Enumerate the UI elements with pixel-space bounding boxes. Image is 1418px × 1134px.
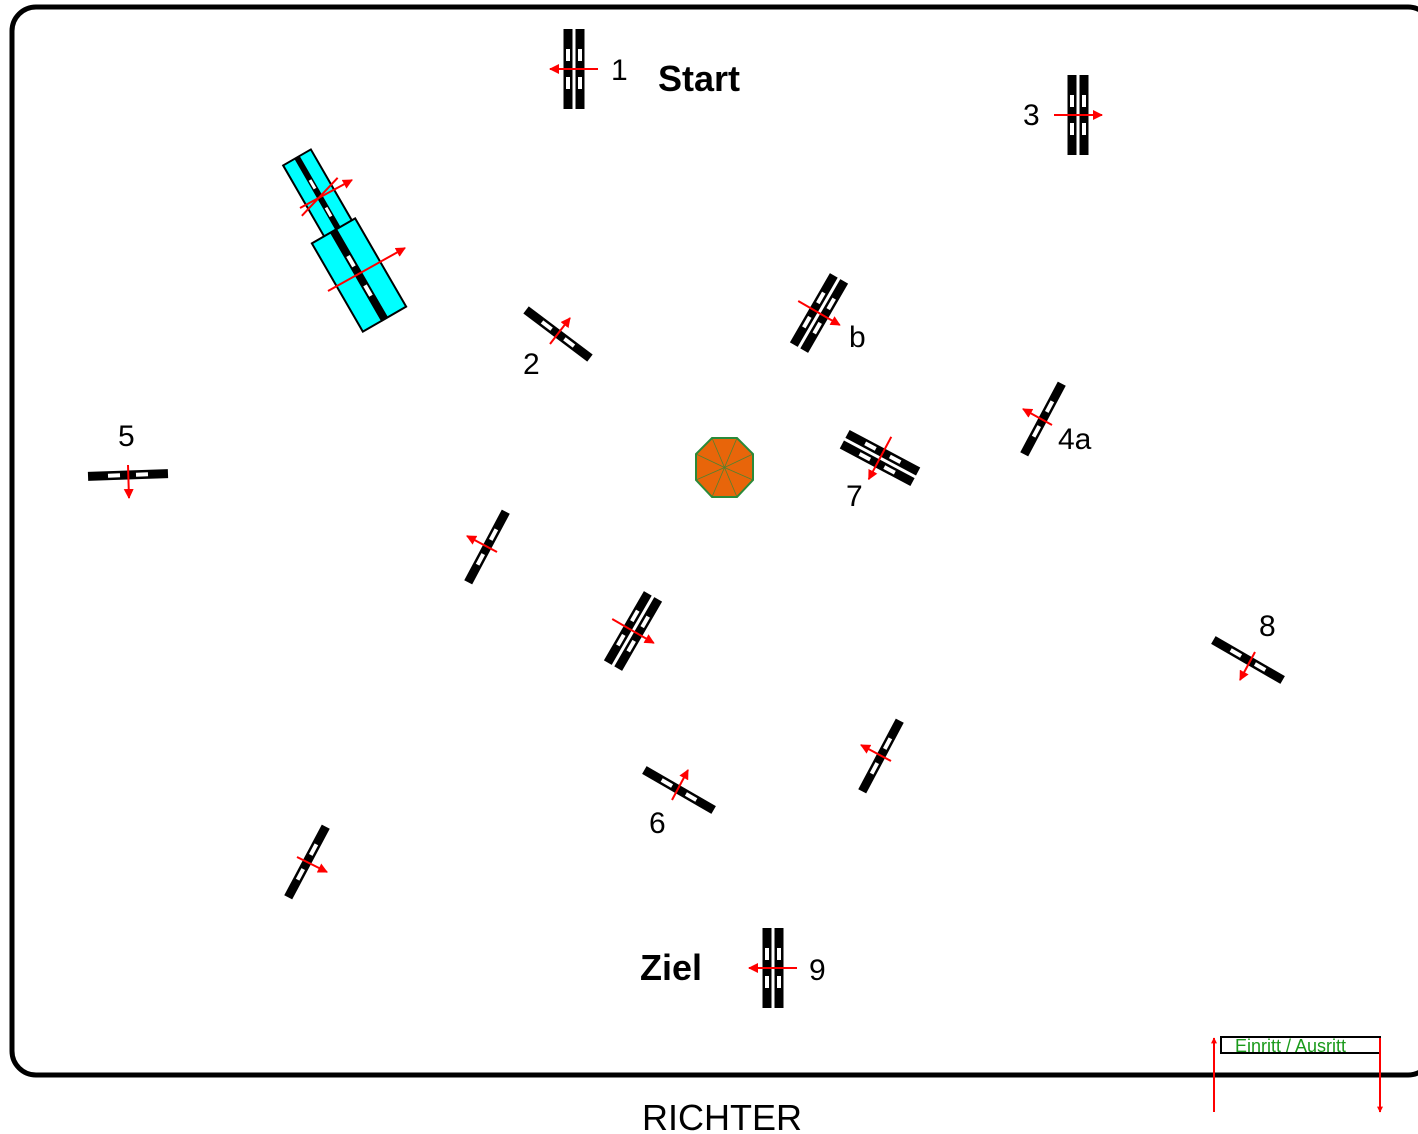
obstacle-u4-arrow [296, 856, 328, 873]
obstacle-5-number: 5 [118, 420, 135, 453]
obstacle-2-number: 2 [523, 348, 540, 381]
obstacle-1 [550, 29, 598, 109]
obstacle-6-number: 6 [649, 807, 666, 840]
obstacle-9-number: 9 [809, 954, 826, 987]
entry-exit-label: Einritt / Ausritt [1235, 1036, 1346, 1056]
obstacle-u2 [592, 584, 674, 677]
obstacle-u3-arrow [860, 744, 892, 762]
water-jump-lower [310, 216, 408, 334]
water-jump-lower-arrow [327, 247, 406, 292]
obstacle-8-arrow [1239, 651, 1256, 681]
obstacle-1-number: 1 [611, 54, 628, 87]
center-octagon [695, 437, 754, 498]
obstacle-b-number: b [849, 321, 866, 354]
obstacle-u1-arrow [466, 535, 498, 553]
obstacle-5-arrow [123, 464, 134, 499]
entry-exit-gate: Einritt / Ausritt [1211, 1036, 1383, 1113]
obstacle-3-number: 3 [1023, 99, 1040, 132]
start-label: Start [658, 58, 740, 99]
obstacle-4a-arrow [1022, 408, 1053, 426]
arena-border [9, 4, 1418, 1078]
ziel-label: Ziel [640, 947, 702, 988]
obstacle-7-number: 7 [846, 480, 863, 513]
obstacle-4a-number: 4a [1058, 423, 1092, 456]
obstacle-6-arrow [671, 769, 689, 801]
obstacle-8 [1211, 636, 1285, 684]
obstacle-9 [749, 928, 797, 1008]
water-jump-upper-arrow [299, 179, 353, 209]
obstacle-2-arrow [549, 317, 571, 345]
obstacle-3 [1054, 75, 1102, 155]
obstacle-b [778, 266, 860, 359]
judge-label: RICHTER [642, 1097, 802, 1134]
obstacle-8-number: 8 [1259, 610, 1276, 643]
